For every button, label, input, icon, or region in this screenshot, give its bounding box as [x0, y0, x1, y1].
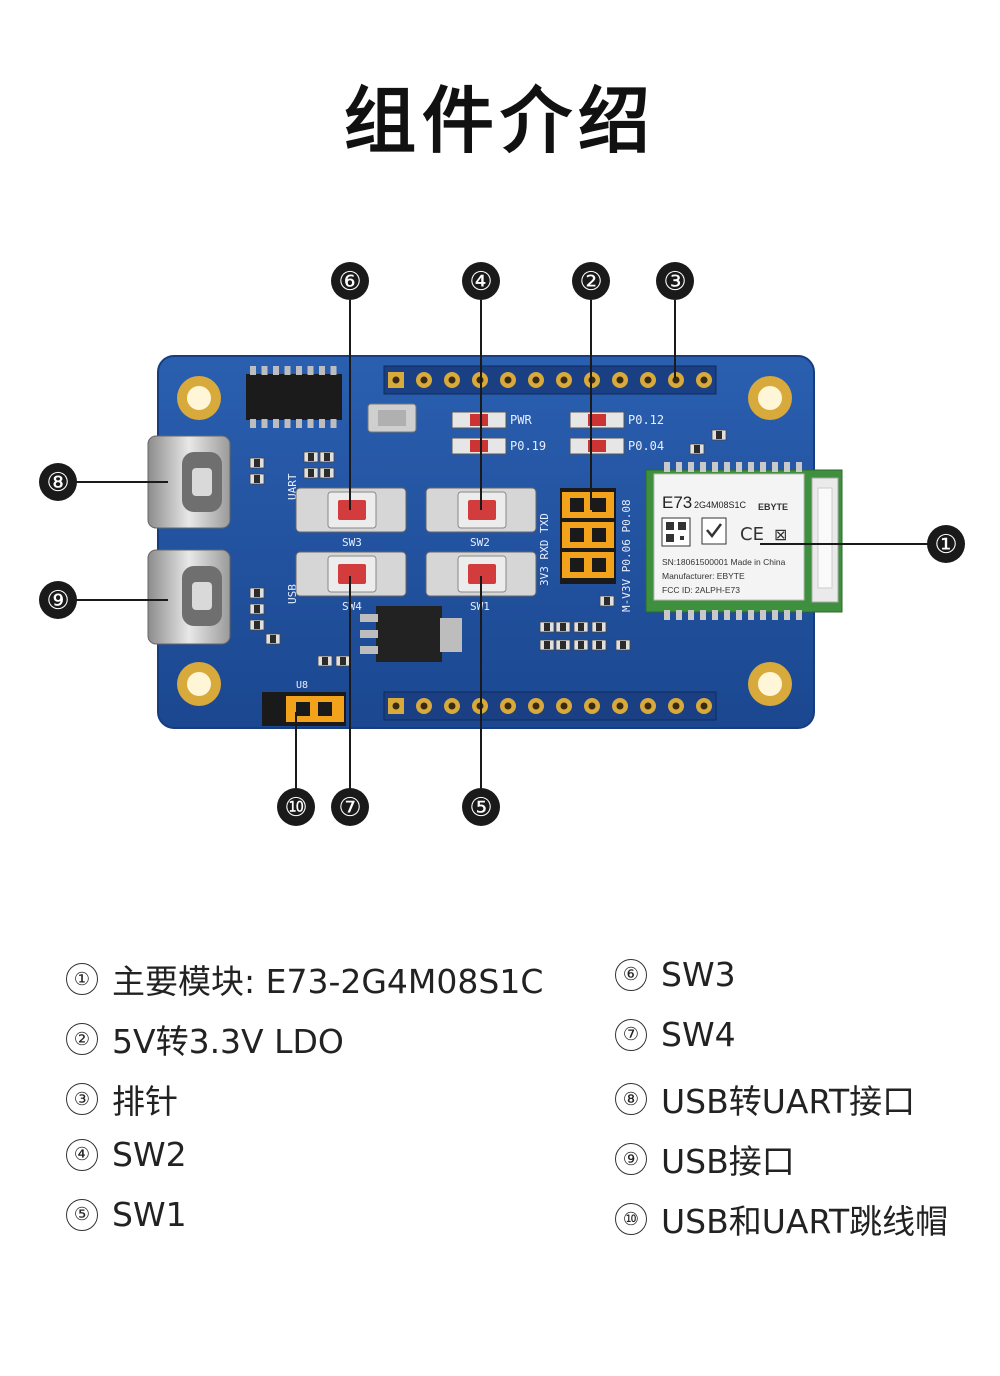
legend-item-7: ⑦ SW4: [615, 1015, 736, 1054]
callout-1-label: ①: [934, 530, 957, 560]
jumper-block: [560, 488, 616, 584]
silk-sw2: SW2: [470, 536, 490, 549]
page-title: 组件介绍: [343, 79, 656, 163]
legend-item-3: ③ 排针: [66, 1075, 178, 1123]
legend-label: SW1: [112, 1195, 187, 1234]
bottom-pin-header: [383, 691, 717, 721]
legend-item-9: ⑨ USB接口: [615, 1135, 795, 1183]
silk-sw1: SW1: [470, 600, 490, 613]
legend-label: SW3: [661, 955, 736, 994]
legend-item-4: ④ SW2: [66, 1135, 187, 1174]
callout-2: ②: [572, 262, 610, 300]
module-sn: SN:18061500001 Made in China: [662, 557, 786, 567]
callout-2-label: ②: [579, 267, 602, 297]
legend-number: ④: [66, 1138, 98, 1171]
legend-number: ⑦: [615, 1018, 647, 1051]
silk-p004: P0.04: [628, 439, 664, 453]
callout-3-label: ③: [663, 267, 686, 297]
callout-8-label: ⑧: [46, 468, 69, 498]
legend-number: ⑧: [615, 1083, 647, 1115]
weee-icon: ⊠: [774, 525, 787, 544]
e73-module: E73 2G4M08S1C EBYTE CE ⊠ SN:18061500001 …: [645, 462, 843, 620]
switch-sw1: [425, 551, 537, 597]
module-fcc: FCC ID: 2ALPH-E73: [662, 585, 740, 595]
ce-mark-icon: CE: [740, 524, 764, 545]
legend-number: ⑩: [615, 1203, 647, 1235]
legend-label: USB转UART接口: [661, 1082, 916, 1121]
silk-txd: 3V3 RXD TXD: [538, 513, 551, 586]
callout-8: ⑧: [39, 463, 77, 501]
mounting-holes: [177, 376, 792, 706]
callout-7-label: ⑦: [338, 793, 361, 823]
callout-4: ④: [462, 262, 500, 300]
usb-connector: [147, 549, 231, 645]
module-part: 2G4M08S1C: [694, 500, 747, 510]
legend-item-8: ⑧ USB转UART接口: [615, 1075, 915, 1123]
legend-number: ②: [66, 1023, 98, 1055]
callout-1: ①: [927, 525, 965, 563]
legend-label: USB接口: [661, 1142, 795, 1181]
legend-label: USB和UART跳线帽: [661, 1202, 949, 1241]
silk-sw3: SW3: [342, 536, 362, 549]
legend-label: 5V转3.3V LDO: [112, 1022, 344, 1061]
silk-p012: P0.12: [628, 413, 664, 427]
callout-7: ⑦: [331, 788, 369, 826]
legend-item-5: ⑤ SW1: [66, 1195, 187, 1234]
callout-5: ⑤: [462, 788, 500, 826]
callout-9: ⑨: [39, 581, 77, 619]
callout-3: ③: [656, 262, 694, 300]
switch-sw4: [295, 551, 407, 597]
top-pin-header: [383, 365, 717, 395]
callout-6-label: ⑥: [338, 267, 361, 297]
callout-lines: [76, 300, 928, 790]
callout-6: ⑥: [331, 262, 369, 300]
module-manufacturer: Manufacturer: EBYTE: [662, 571, 745, 581]
callout-5-label: ⑤: [469, 793, 492, 823]
usb-uart-connector: [147, 435, 231, 529]
legend-label: SW2: [112, 1135, 187, 1174]
passive-components: [249, 429, 727, 667]
legend-label: 主要模块: E73-2G4M08S1C: [112, 962, 544, 1001]
legend-item-6: ⑥ SW3: [615, 955, 736, 994]
board-diagram: PWR P0.19 P0.12 P0.04 UART USB: [39, 262, 965, 826]
callout-4-label: ④: [469, 267, 492, 297]
legend-number: ③: [66, 1083, 98, 1115]
callout-9-label: ⑨: [46, 586, 69, 616]
status-leds: [451, 411, 625, 455]
legend-label: 排针: [112, 1082, 178, 1121]
legend-item-10: ⑩ USB和UART跳线帽: [615, 1195, 948, 1243]
legend-label: SW4: [661, 1015, 736, 1054]
callout-10-label: ⑩: [284, 793, 307, 823]
silk-pins: M-V3V P0.06 P0.08: [620, 499, 633, 612]
legend-item-2: ② 5V转3.3V LDO: [66, 1015, 344, 1063]
silk-u8: U8: [296, 680, 308, 691]
usb-uart-chip: [246, 366, 342, 428]
callout-10: ⑩: [277, 788, 315, 826]
silk-sw4: SW4: [342, 600, 362, 613]
module-brand: EBYTE: [758, 502, 788, 512]
legend-number: ①: [66, 963, 98, 995]
legend-number: ⑨: [615, 1143, 647, 1175]
silk-pwr: PWR: [510, 413, 532, 427]
legend-item-1: ① 主要模块: E73-2G4M08S1C: [66, 955, 543, 1003]
silk-p019: P0.19: [510, 439, 546, 453]
legend-number: ⑤: [66, 1198, 98, 1231]
legend-number: ⑥: [615, 958, 647, 991]
ldo-regulator: [360, 606, 462, 662]
module-model: E73: [662, 493, 692, 512]
rohs-icon: [701, 517, 727, 545]
